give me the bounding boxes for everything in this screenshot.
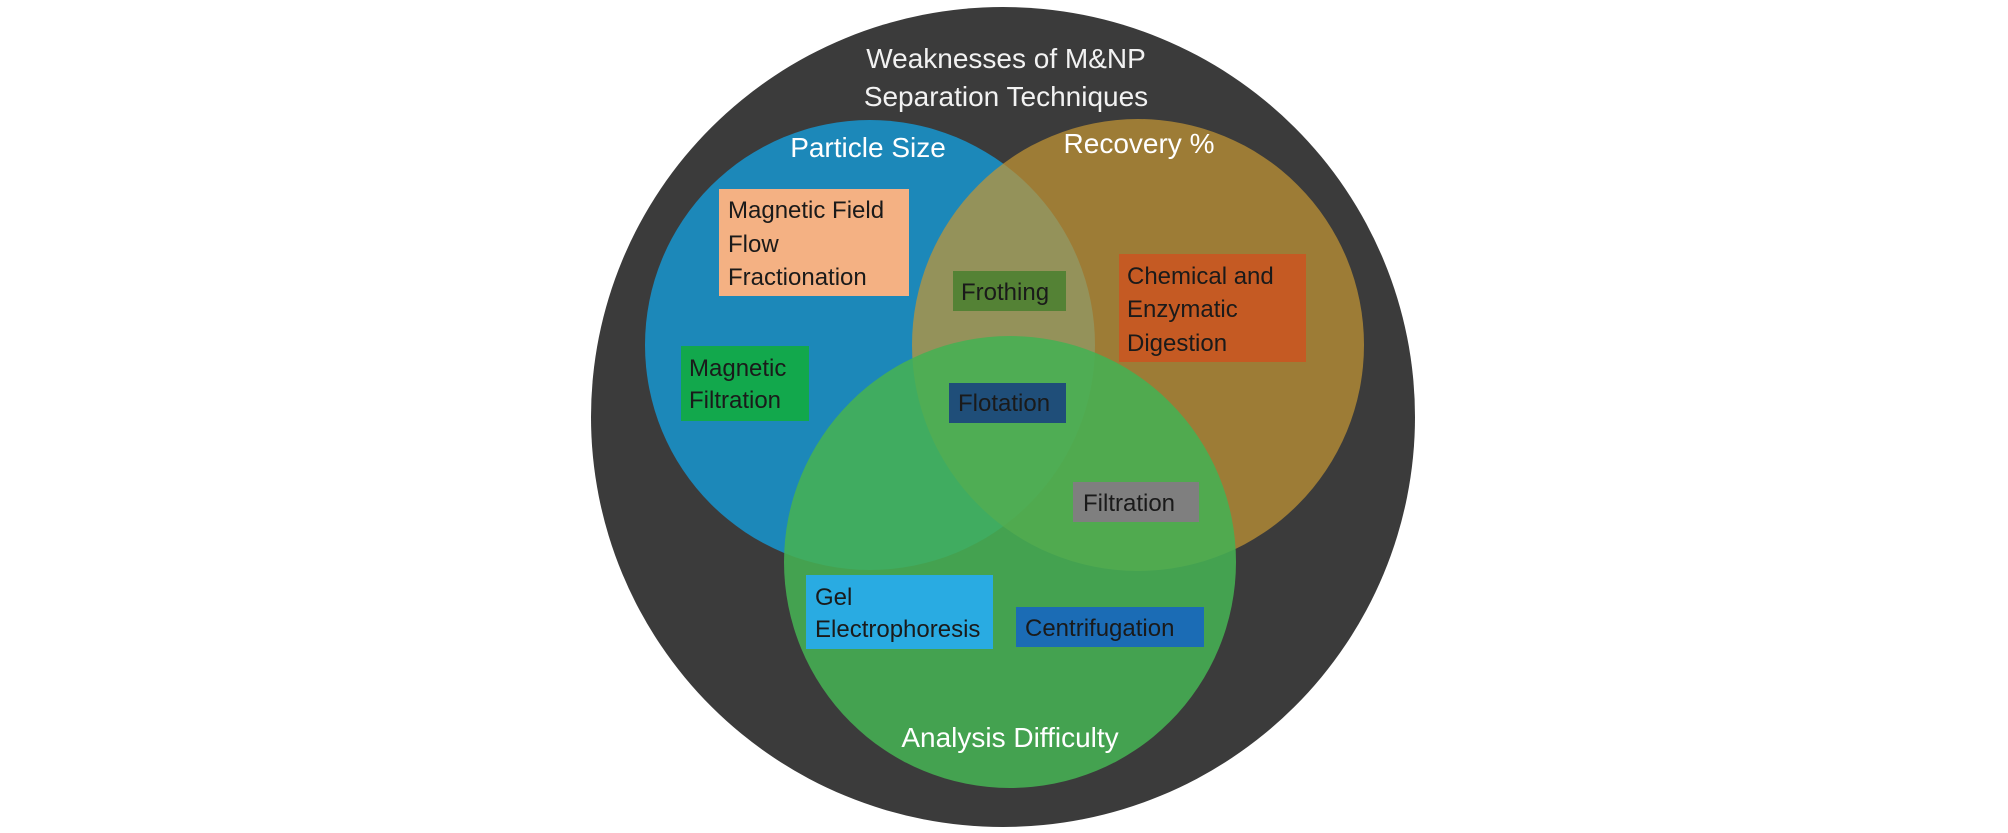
technique-centrifugation: Centrifugation — [1016, 607, 1204, 647]
technique-box — [1119, 254, 1306, 362]
technique-label-line: Filtration — [689, 387, 781, 414]
technique-label-line: Flow — [728, 231, 779, 258]
technique-box — [681, 346, 809, 421]
diagram-title-line-2: Separation Techniques — [864, 81, 1148, 112]
technique-label-line: Frothing — [961, 279, 1049, 306]
technique-label-line: Chemical and — [1127, 263, 1274, 290]
recovery-label: Recovery % — [1064, 128, 1215, 159]
technique-magnetic-filtration: Magnetic Filtration — [681, 346, 809, 421]
technique-box — [1016, 607, 1204, 647]
technique-label-line: Fractionation — [728, 264, 867, 291]
technique-box — [949, 383, 1066, 423]
particle-size-label: Particle Size — [790, 132, 946, 163]
analysis-difficulty-circle — [784, 336, 1236, 788]
diagram-title-line-1: Weaknesses of M&NP — [866, 43, 1146, 74]
technique-magnetic-field-flow-fractionation: Magnetic Field Flow Fractionation — [719, 189, 909, 296]
technique-label-line: Enzymatic — [1127, 296, 1238, 323]
technique-box — [806, 575, 993, 649]
technique-box — [719, 189, 909, 296]
technique-filtration: Filtration — [1073, 482, 1199, 522]
technique-label-line: Magnetic — [689, 355, 786, 382]
technique-gel-electrophoresis: Gel Electrophoresis — [806, 575, 993, 649]
technique-label-line: Electrophoresis — [815, 616, 980, 643]
technique-label-line: Gel — [815, 584, 852, 611]
technique-label-line: Digestion — [1127, 330, 1227, 357]
technique-box — [1073, 482, 1199, 522]
technique-flotation: Flotation — [949, 383, 1066, 423]
analysis-difficulty-label: Analysis Difficulty — [901, 722, 1118, 753]
technique-label-line: Filtration — [1083, 490, 1175, 517]
technique-frothing: Frothing — [953, 271, 1066, 311]
technique-label-line: Flotation — [958, 390, 1050, 417]
technique-label-line: Magnetic Field — [728, 197, 884, 224]
technique-box — [953, 271, 1066, 311]
technique-label-line: Centrifugation — [1025, 615, 1174, 642]
technique-chemical-enzymatic-digestion: Chemical and Enzymatic Digestion — [1119, 254, 1306, 362]
